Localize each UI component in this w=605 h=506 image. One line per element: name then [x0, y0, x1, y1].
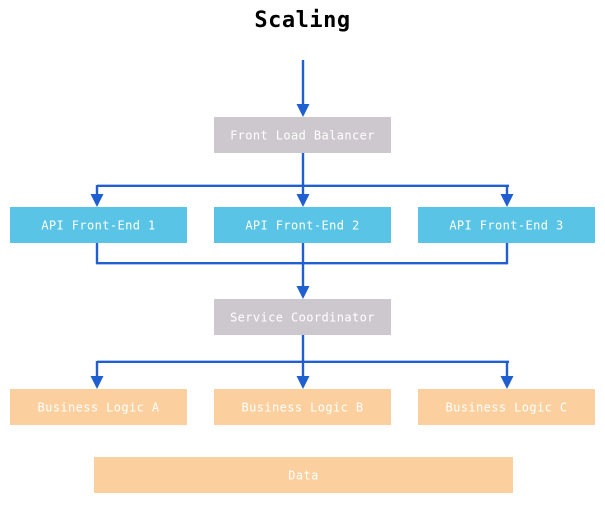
arrowhead-api-2: [296, 194, 310, 207]
node-business-logic-b-rect[interactable]: [214, 389, 391, 425]
node-api-front-end-2-label: API Front-End 2: [245, 219, 359, 233]
node-business-logic-c-label: Business Logic C: [446, 401, 568, 415]
node-api-front-end-1-label: API Front-End 1: [41, 219, 155, 233]
node-front-load-balancer-rect[interactable]: [214, 117, 391, 153]
node-service-coordinator-rect[interactable]: [214, 299, 391, 335]
node-business-logic-a-rect[interactable]: [10, 389, 187, 425]
node-api-front-end-2[interactable]: API Front-End 2: [214, 207, 391, 243]
node-business-logic-c[interactable]: Business Logic C: [418, 389, 595, 425]
node-business-logic-a-label: Business Logic A: [38, 401, 160, 415]
edge-api-merge-to-coordinator: [95, 243, 509, 299]
node-business-logic-c-rect[interactable]: [418, 389, 595, 425]
node-data-label: Data: [288, 469, 319, 483]
arrowhead-api-3: [500, 194, 514, 207]
node-api-front-end-1-rect[interactable]: [10, 207, 187, 243]
node-data-rect[interactable]: [94, 457, 513, 493]
edge-coordinator-fanout: [90, 335, 514, 389]
node-api-front-end-2-rect[interactable]: [214, 207, 391, 243]
node-service-coordinator-label: Service Coordinator: [230, 311, 375, 325]
diagram-title: Scaling: [254, 8, 351, 33]
node-layer: Front Load Balancer API Front-End 1 API …: [10, 117, 595, 493]
node-api-front-end-3-label: API Front-End 3: [449, 219, 563, 233]
node-data[interactable]: Data: [94, 457, 513, 493]
edge-balancer-fanout: [90, 153, 514, 207]
node-business-logic-a[interactable]: Business Logic A: [10, 389, 187, 425]
node-business-logic-b[interactable]: Business Logic B: [214, 389, 391, 425]
node-service-coordinator[interactable]: Service Coordinator: [214, 299, 391, 335]
node-front-load-balancer-label: Front Load Balancer: [230, 129, 375, 143]
node-api-front-end-3-rect[interactable]: [418, 207, 595, 243]
node-api-front-end-1[interactable]: API Front-End 1: [10, 207, 187, 243]
arrowhead-logic-a: [90, 376, 104, 389]
arrowhead-logic-c: [500, 376, 514, 389]
node-front-load-balancer[interactable]: Front Load Balancer: [214, 117, 391, 153]
edge-layer: [90, 60, 514, 389]
edge-inbound-to-balancer: [296, 60, 310, 117]
node-api-front-end-3[interactable]: API Front-End 3: [418, 207, 595, 243]
node-business-logic-b-label: Business Logic B: [242, 401, 364, 415]
arrowhead-logic-b: [296, 376, 310, 389]
arrowhead-api-1: [90, 194, 104, 207]
